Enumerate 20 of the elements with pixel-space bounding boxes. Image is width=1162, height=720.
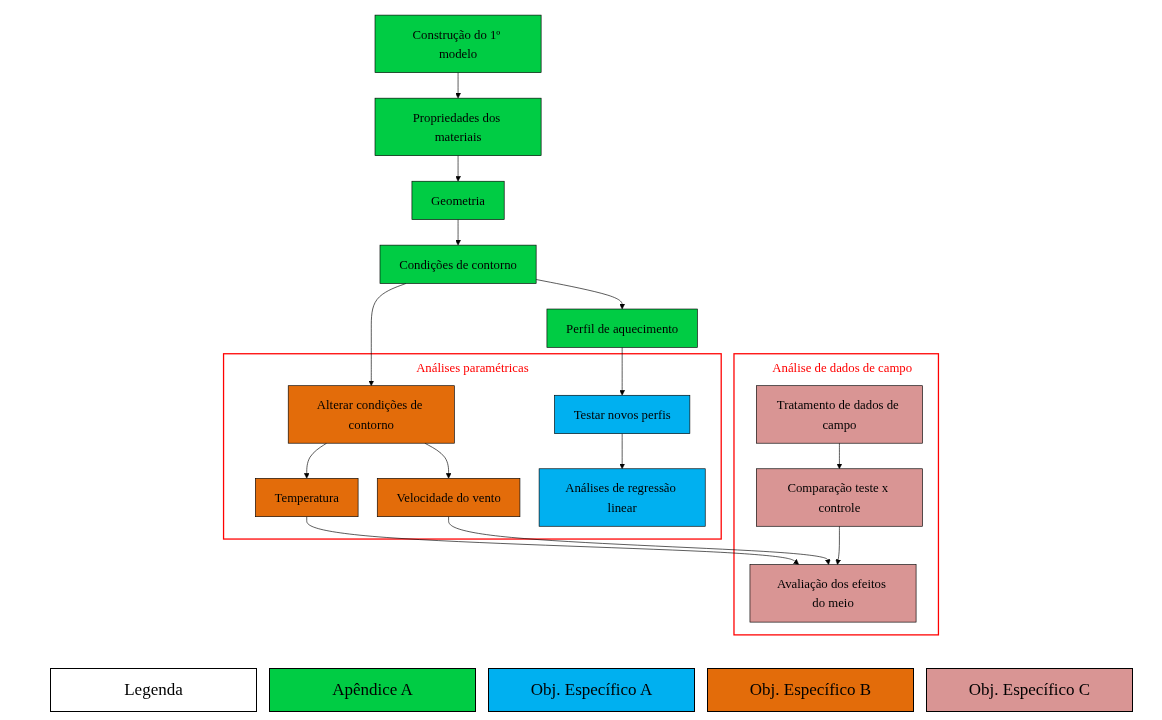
process-box: Análises de regressão linear bbox=[538, 468, 706, 527]
process-box: Tratamento de dados de campo bbox=[756, 385, 923, 444]
legend-text: Obj. Específico C bbox=[968, 680, 1091, 700]
process-box: Comparação teste x controle bbox=[756, 468, 923, 527]
process-box: Condições de contorno bbox=[379, 244, 537, 284]
process-box: Construção do 1º modelo bbox=[374, 14, 542, 73]
legend-text: Obj. Específico B bbox=[749, 680, 872, 700]
process-box: Geometria bbox=[411, 180, 505, 220]
process-box: Testar novos perfis bbox=[554, 394, 691, 434]
legend-title: Legenda bbox=[50, 668, 257, 712]
group-title: Análises paramétricas bbox=[416, 360, 529, 375]
group-title: Análise de dados de campo bbox=[772, 360, 913, 375]
process-box: Velocidade do vento bbox=[376, 478, 521, 517]
legend-text: Obj. Específico A bbox=[530, 680, 653, 700]
process-box: Alterar condições de contorno bbox=[287, 385, 455, 444]
process-box: Avaliação dos efeitos do meio bbox=[749, 564, 917, 623]
process-box: Temperatura bbox=[255, 478, 359, 517]
legend-text: Apêndice A bbox=[332, 680, 413, 700]
process-box: Propriedades dos materiais bbox=[374, 97, 542, 156]
process-box: Perfil de aquecimento bbox=[546, 308, 698, 348]
